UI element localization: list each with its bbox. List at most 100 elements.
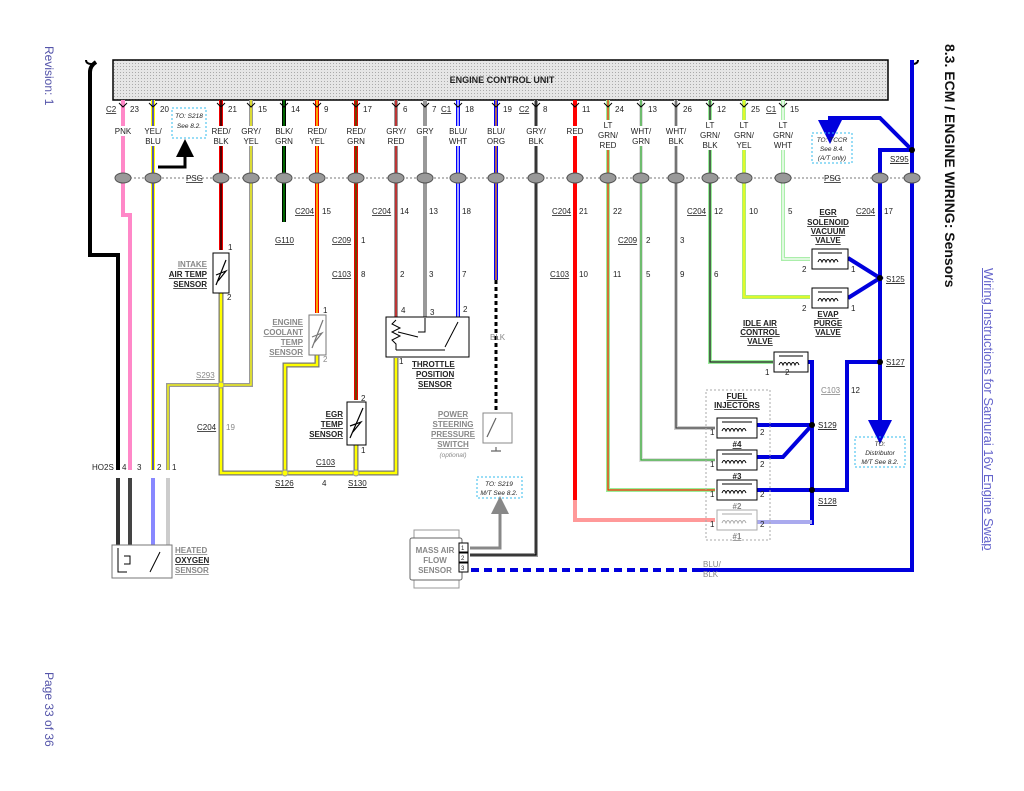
wire-color-label: GRY bbox=[416, 127, 434, 136]
svg-text:S126: S126 bbox=[275, 479, 294, 488]
grommet-icon bbox=[114, 172, 132, 184]
pin-number: 8 bbox=[543, 105, 548, 114]
label-bg bbox=[595, 130, 621, 140]
svg-text:(optional): (optional) bbox=[439, 452, 466, 459]
svg-text:1: 1 bbox=[361, 236, 366, 245]
label-bg bbox=[770, 120, 796, 130]
svg-text:C204: C204 bbox=[295, 207, 315, 216]
svg-text:2: 2 bbox=[157, 463, 162, 472]
pin-number: 11 bbox=[582, 105, 591, 114]
injector-name: #2 bbox=[733, 502, 742, 511]
label-bg bbox=[483, 136, 509, 146]
wire-color-label: RED/ bbox=[346, 127, 366, 136]
connector-label: C2 bbox=[106, 105, 117, 114]
wire-color-label: WHT bbox=[774, 141, 792, 150]
label-bg bbox=[483, 126, 509, 136]
label-bg bbox=[412, 126, 438, 136]
wire-stripe bbox=[167, 100, 252, 470]
svg-text:4: 4 bbox=[322, 479, 327, 488]
power-feed-wires bbox=[470, 60, 914, 572]
pin-terminal-icon bbox=[420, 102, 430, 108]
wire-color-label: BLU/ bbox=[487, 127, 506, 136]
grommet-icon bbox=[632, 172, 650, 184]
wire-ltgrn-red bbox=[606, 100, 715, 492]
svg-text:S130: S130 bbox=[348, 479, 367, 488]
svg-text:TEMP: TEMP bbox=[321, 420, 344, 429]
grommet-icon bbox=[871, 172, 889, 184]
svg-text:SENSOR: SENSOR bbox=[269, 348, 303, 357]
wire-color-label: BLK bbox=[702, 141, 718, 150]
wire-stripe bbox=[640, 100, 715, 461]
wire-color-label: LT bbox=[740, 121, 749, 130]
svg-text:OXYGEN: OXYGEN bbox=[175, 556, 209, 565]
label-bg bbox=[562, 126, 588, 136]
svg-text:POSITION: POSITION bbox=[416, 370, 454, 379]
grommet-icon bbox=[701, 172, 719, 184]
label-bg bbox=[304, 126, 330, 136]
grommet-icon bbox=[416, 172, 434, 184]
label-bg bbox=[140, 126, 166, 136]
svg-text:1: 1 bbox=[461, 546, 465, 552]
label-bg bbox=[343, 136, 369, 146]
pin-terminal-icon bbox=[279, 102, 289, 108]
pin-number: 21 bbox=[228, 105, 237, 114]
label-bg bbox=[731, 130, 757, 140]
note-tccr: TO: TCCR See 8.4. (A/T only) bbox=[811, 132, 853, 164]
svg-text:C103: C103 bbox=[316, 458, 336, 467]
svg-text:18: 18 bbox=[462, 207, 471, 216]
pin-terminal-icon bbox=[148, 102, 158, 108]
svg-text:C209: C209 bbox=[332, 236, 352, 245]
label-bg bbox=[445, 126, 471, 136]
svg-text:2: 2 bbox=[802, 265, 807, 274]
svg-text:SENSOR: SENSOR bbox=[173, 280, 207, 289]
pin-number: 1 bbox=[710, 460, 715, 469]
wire-stripe bbox=[675, 100, 715, 429]
svg-text:3: 3 bbox=[680, 236, 685, 245]
svg-text:6: 6 bbox=[714, 270, 719, 279]
svg-text:TO: S219: TO: S219 bbox=[485, 481, 513, 488]
svg-text:STEERING: STEERING bbox=[433, 420, 474, 429]
svg-text:VALVE: VALVE bbox=[815, 328, 841, 337]
wire-color-label: LT bbox=[706, 121, 715, 130]
wire-color-label: LT bbox=[604, 121, 613, 130]
svg-text:C103: C103 bbox=[821, 386, 841, 395]
wire-pnk bbox=[121, 100, 132, 470]
pin-terminal-icon bbox=[671, 102, 681, 108]
svg-text:VACUUM: VACUUM bbox=[811, 227, 846, 236]
note-s218: TO: S218 See 8.2. bbox=[158, 107, 207, 169]
svg-text:See 8.4.: See 8.4. bbox=[820, 146, 844, 153]
svg-text:M/T See 8.2.: M/T See 8.2. bbox=[861, 459, 898, 466]
connector-label: C1 bbox=[766, 105, 777, 114]
label-bg bbox=[304, 136, 330, 146]
psg-label: PSG bbox=[186, 174, 203, 183]
label-bg bbox=[208, 126, 234, 136]
svg-text:THROTTLE: THROTTLE bbox=[412, 360, 455, 369]
svg-text:SENSOR: SENSOR bbox=[175, 566, 209, 575]
svg-text:S128: S128 bbox=[818, 497, 837, 506]
svg-text:G110: G110 bbox=[275, 236, 295, 245]
label-bg bbox=[238, 136, 264, 146]
pin-number: 14 bbox=[291, 105, 300, 114]
svg-text:S127: S127 bbox=[886, 358, 905, 367]
svg-text:S295: S295 bbox=[890, 155, 909, 164]
svg-text:C103: C103 bbox=[550, 270, 570, 279]
svg-text:FLOW: FLOW bbox=[423, 556, 447, 565]
svg-text:2: 2 bbox=[361, 394, 366, 403]
wire-stripe bbox=[607, 100, 715, 491]
wire-color-label: YEL bbox=[309, 137, 325, 146]
wire-color-label: GRN/ bbox=[598, 131, 619, 140]
injector-name: #1 bbox=[733, 532, 742, 541]
svg-text:13: 13 bbox=[429, 207, 438, 216]
grommet-icon bbox=[347, 172, 365, 184]
wire-color-label: ORG bbox=[487, 137, 505, 146]
wire-color-label: RED bbox=[600, 141, 617, 150]
pin-terminal-icon bbox=[705, 102, 715, 108]
svg-text:POWER: POWER bbox=[438, 410, 468, 419]
label-bg bbox=[595, 140, 621, 150]
